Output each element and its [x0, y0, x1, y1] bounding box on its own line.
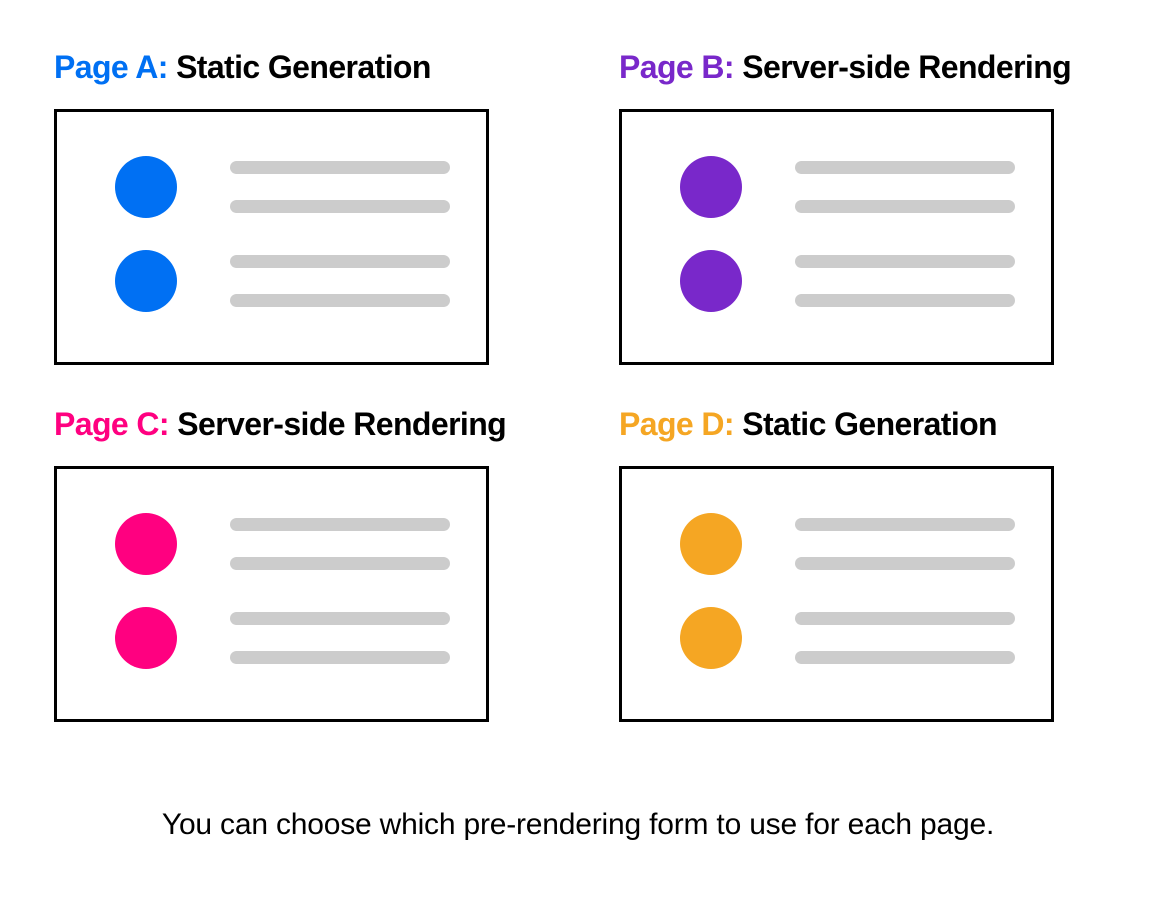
- card-row: [57, 607, 486, 670]
- placeholder-line: [795, 612, 1015, 626]
- page-mode-b: Server-side Rendering: [742, 49, 1072, 85]
- card-row: [622, 607, 1051, 670]
- avatar-circle-icon: [680, 250, 742, 313]
- placeholder-line: [230, 161, 450, 175]
- page-mode-d: Static Generation: [742, 406, 998, 443]
- page-card-a: [54, 109, 489, 366]
- placeholder-line: [795, 651, 1015, 665]
- card-row: [622, 513, 1051, 576]
- diagram-caption: You can choose which pre-rendering form …: [161, 808, 995, 841]
- avatar-circle-icon: [680, 156, 742, 219]
- page-block-b: Page B: Server-side Rendering: [619, 49, 1072, 366]
- page-label-c: Page C:: [54, 406, 170, 443]
- page-heading-c: Page C: Server-side Rendering: [54, 406, 507, 443]
- card-row: [57, 513, 486, 576]
- page-block-a: Page A: Static Generation: [54, 49, 489, 366]
- avatar-circle-icon: [115, 156, 177, 219]
- avatar-circle-icon: [115, 607, 177, 670]
- page-card-grid: Page A: Static Generation: [54, 49, 1072, 723]
- page-mode-c: Server-side Rendering: [177, 406, 507, 443]
- placeholder-line: [795, 161, 1015, 175]
- placeholder-line: [230, 294, 450, 308]
- placeholder-lines: [230, 161, 450, 214]
- page-heading-b: Page B: Server-side Rendering: [619, 49, 1072, 85]
- page-label-a: Page A:: [54, 49, 168, 85]
- placeholder-lines: [795, 612, 1015, 665]
- page-label-d: Page D:: [619, 406, 735, 443]
- placeholder-line: [230, 612, 450, 626]
- page-label-b: Page B:: [619, 49, 735, 85]
- placeholder-lines: [230, 518, 450, 571]
- placeholder-line: [230, 557, 450, 571]
- placeholder-line: [795, 557, 1015, 571]
- avatar-circle-icon: [115, 250, 177, 313]
- page-heading-d: Page D: Static Generation: [619, 407, 1054, 442]
- avatar-circle-icon: [680, 513, 742, 576]
- card-row: [622, 156, 1051, 219]
- placeholder-line: [795, 255, 1015, 269]
- placeholder-lines: [230, 255, 450, 308]
- page-card-b: [619, 109, 1054, 366]
- page-card-d: [619, 466, 1054, 723]
- placeholder-line: [795, 518, 1015, 532]
- placeholder-line: [230, 255, 450, 269]
- avatar-circle-icon: [115, 513, 177, 576]
- page-card-c: [54, 466, 489, 723]
- placeholder-line: [230, 651, 450, 665]
- placeholder-lines: [795, 161, 1015, 214]
- avatar-circle-icon: [680, 607, 742, 670]
- placeholder-lines: [795, 255, 1015, 308]
- card-row: [57, 250, 486, 313]
- placeholder-line: [230, 200, 450, 214]
- placeholder-lines: [795, 518, 1015, 571]
- page-mode-a: Static Generation: [176, 49, 431, 85]
- placeholder-line: [230, 518, 450, 532]
- card-row: [622, 250, 1051, 313]
- page-block-c: Page C: Server-side Rendering: [54, 406, 507, 723]
- placeholder-lines: [230, 612, 450, 665]
- placeholder-line: [795, 200, 1015, 214]
- card-row: [57, 156, 486, 219]
- page-heading-a: Page A: Static Generation: [54, 49, 489, 85]
- page-block-d: Page D: Static Generation: [619, 407, 1054, 723]
- placeholder-line: [795, 294, 1015, 308]
